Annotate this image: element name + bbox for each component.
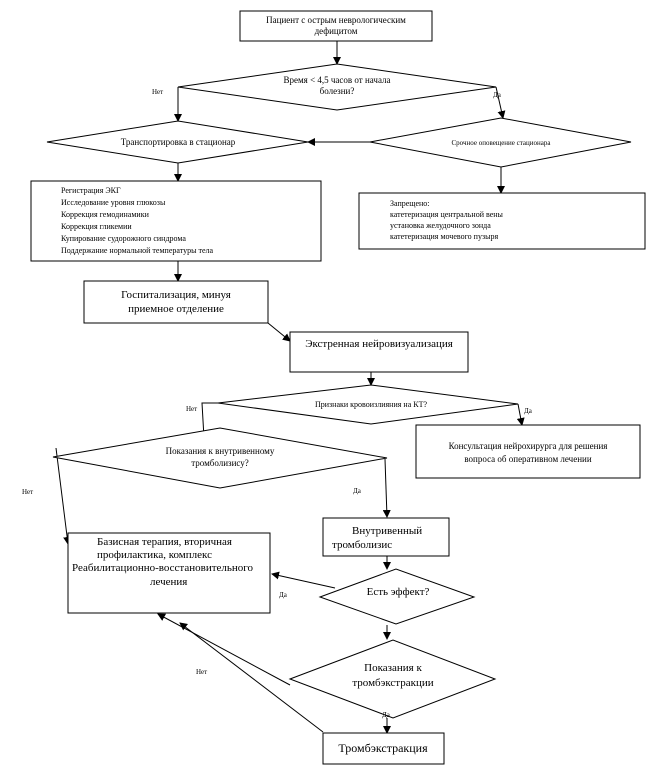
- node-transport: [46, 120, 309, 164]
- label-time-no: Нет: [152, 88, 163, 96]
- node-forbidden-line-3: установка желудочного зонда: [390, 221, 491, 230]
- node-base-therapy-line-1: Базисная терапия, вторичная: [97, 536, 232, 548]
- node-base-therapy-line-4: лечения: [150, 576, 187, 588]
- edge-te-no: [157, 613, 291, 686]
- edge-hem-no: [199, 402, 218, 439]
- node-time-question: [177, 63, 497, 111]
- node-start-line-2: дефицитом: [315, 26, 358, 36]
- node-time-question-line-1: Время < 4,5 часов от начала: [283, 75, 390, 85]
- node-thrombolysis-question-line-1: Показания к внутривенному: [166, 446, 275, 456]
- node-thrombectomy-line-1: Тромбэкстракция: [338, 741, 428, 755]
- label-effect-yes: Да: [279, 591, 288, 599]
- label-hemorrhage-no: Нет: [186, 405, 197, 413]
- node-imaging: [289, 331, 469, 373]
- node-hospitalization-line-2: приемное отделение: [128, 303, 224, 315]
- node-thrombectomy-question-line-2: тромбэкстракции: [352, 677, 433, 689]
- label-thrombolysis-yes: Да: [353, 487, 362, 495]
- node-measures-line-3: Коррекция гемодинамики: [61, 210, 150, 219]
- node-neurosurgeon: [415, 424, 641, 479]
- node-measures-line-1: Регистрация ЭКГ: [61, 186, 121, 195]
- node-thrombectomy: [322, 732, 445, 765]
- node-forbidden: [358, 192, 646, 250]
- node-effect-question: [318, 568, 476, 625]
- node-hospitalization-line-1: Госпитализация, минуя: [121, 289, 231, 301]
- node-base-therapy-line-3: Реабилитационно-восстановительного: [72, 562, 254, 574]
- edge-hem-yes: [516, 403, 525, 426]
- node-measures-line-5: Купирование судорожного синдрома: [61, 234, 186, 243]
- node-iv-thrombolysis-line-1: Внутривенный: [352, 525, 422, 537]
- label-thrombolysis-no: Нет: [22, 488, 33, 496]
- node-measures-line-4: Коррекция гликемии: [61, 222, 132, 231]
- edge-thrombectomy-to-base: [179, 622, 324, 733]
- edge-tl-yes: [382, 458, 391, 518]
- edge-time-yes: [495, 86, 506, 119]
- node-measures: [30, 180, 322, 262]
- edge-tl-no: [55, 447, 72, 545]
- node-thrombolysis-question: [52, 427, 388, 489]
- node-base-therapy-line-2: профилактика, комплекс: [97, 549, 212, 561]
- node-thrombectomy-question-line-1: Показания к: [364, 662, 422, 674]
- node-thrombolysis-question-line-2: тромболизису?: [191, 458, 249, 468]
- node-hemorrhage-question: [217, 384, 519, 425]
- node-alert: [369, 117, 632, 168]
- node-neurosurgeon-line-1: Консультация нейрохирурга для решения: [449, 441, 608, 451]
- label-thrombectomy-yes: Да: [382, 711, 391, 719]
- node-effect-question-line-1: Есть эффект?: [367, 586, 430, 598]
- node-alert-line-1: Срочное оповещение стационара: [452, 139, 552, 147]
- node-forbidden-line-2: катетеризация центральной вены: [390, 210, 504, 219]
- node-measures-line-2: Исследование уровня глюкозы: [61, 198, 166, 207]
- edge-hosp-to-imaging: [267, 322, 291, 342]
- node-start: [239, 10, 433, 42]
- node-base-therapy: [67, 532, 271, 614]
- node-forbidden-line-1: Запрещено:: [390, 199, 430, 208]
- node-iv-thrombolysis: [322, 517, 450, 557]
- node-transport-line-1: Транспортировка в стационар: [121, 137, 236, 147]
- node-time-question-line-2: болезни?: [320, 86, 355, 96]
- label-time-yes: Да: [493, 91, 502, 99]
- node-imaging-line-1: Экстренная нейровизуализация: [305, 338, 453, 350]
- node-neurosurgeon-line-2: вопроса об оперативном лечении: [464, 454, 591, 464]
- node-thrombectomy-question: [288, 639, 497, 719]
- edges: [55, 41, 525, 734]
- edge-effect-yes: [271, 571, 336, 589]
- node-start-line-1: Пациент с острым неврологическим: [266, 15, 406, 25]
- node-iv-thrombolysis-line-2: тромболизис: [332, 539, 392, 551]
- node-hospitalization: [83, 280, 269, 324]
- node-measures-line-6: Поддержание нормальной температуры тела: [61, 246, 214, 255]
- node-hemorrhage-question-line-1: Признаки кровоизлияния на КТ?: [315, 400, 428, 409]
- node-forbidden-line-4: катетеризация мочевого пузыря: [390, 232, 498, 241]
- label-hemorrhage-yes: Да: [524, 407, 533, 415]
- label-thrombectomy-no: Нет: [196, 668, 207, 676]
